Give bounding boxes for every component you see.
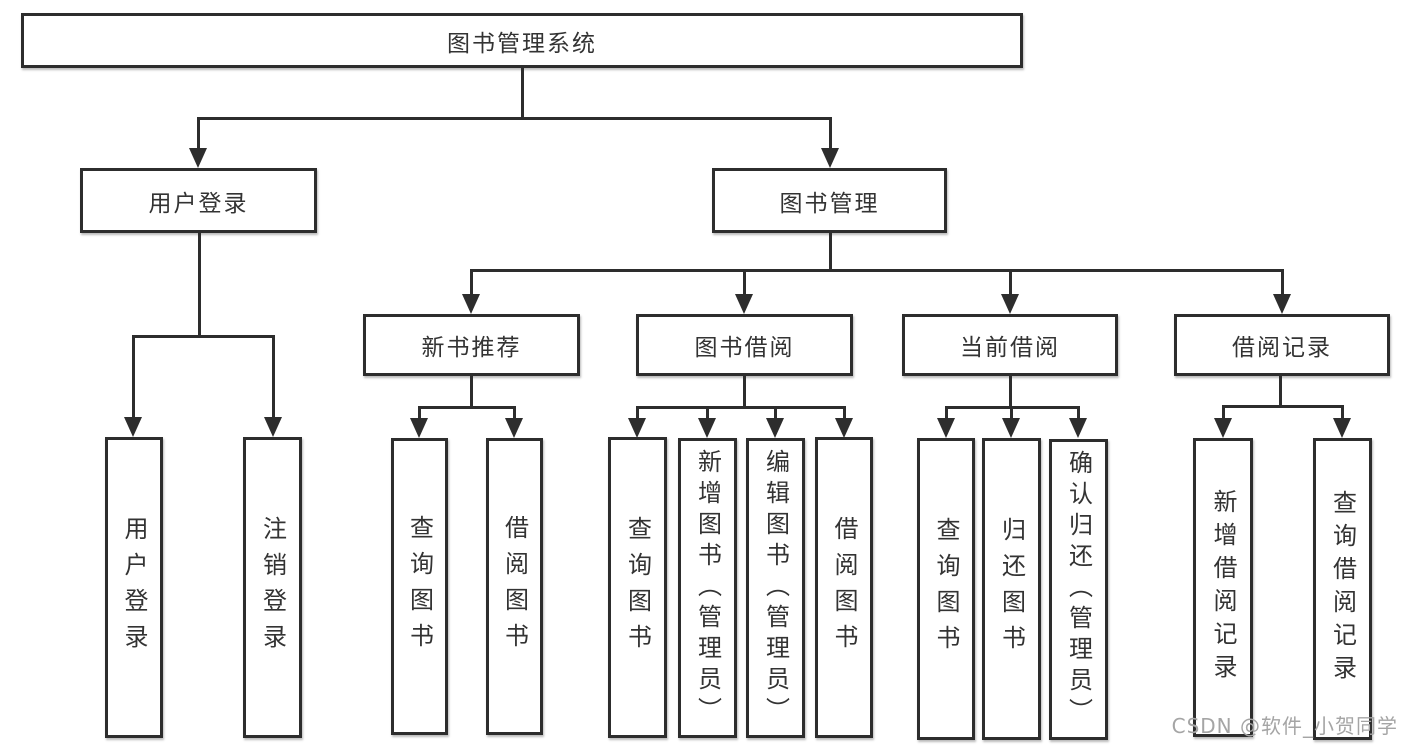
connector-arrow-line <box>1340 406 1344 420</box>
node-nbr-query-book: 查询图书 <box>391 438 448 735</box>
node-logout: 注销登录 <box>243 437 302 738</box>
node-book-mgmt: 图书管理 <box>712 168 947 233</box>
connector-arrow-line <box>1280 270 1284 296</box>
node-book-borrow: 图书借阅 <box>636 314 853 376</box>
arrow-down-icon <box>937 418 955 438</box>
connector-rail <box>417 405 516 409</box>
connector-rail <box>469 268 1284 272</box>
connector-arrow-line <box>196 118 200 150</box>
node-cb-query-book: 查询图书 <box>917 438 975 740</box>
node-user-login: 用户登录 <box>80 168 317 233</box>
node-root: 图书管理系统 <box>21 13 1023 68</box>
node-bb-add-book: 新增图书（管理员） <box>678 438 737 738</box>
connector-stem <box>1008 376 1012 407</box>
watermark: CSDN @软件_小贺同学 <box>1171 714 1398 738</box>
arrow-down-icon <box>1001 294 1019 314</box>
connector-arrow-line <box>742 270 746 296</box>
arrow-down-icon <box>735 294 753 314</box>
node-borrow-records: 借阅记录 <box>1174 314 1390 376</box>
arrow-down-icon <box>766 418 784 438</box>
node-bb-borrow-book: 借阅图书 <box>815 437 873 738</box>
arrow-down-icon <box>698 418 716 438</box>
connector-arrow-line <box>1008 270 1012 296</box>
connector-arrow-line <box>944 407 948 420</box>
connector-arrow-line <box>1076 407 1080 420</box>
arrow-down-icon <box>189 148 207 168</box>
arrow-down-icon <box>264 417 282 437</box>
arrow-down-icon <box>835 418 853 438</box>
node-cb-confirm-return: 确认归还（管理员） <box>1049 439 1108 740</box>
arrow-down-icon <box>628 418 646 438</box>
connector-rail <box>131 334 275 338</box>
connector-stem <box>828 233 832 270</box>
node-current-borrow: 当前借阅 <box>902 314 1118 376</box>
arrow-down-icon <box>462 294 480 314</box>
connector-stem <box>469 376 473 407</box>
node-cb-return-book: 归还图书 <box>982 438 1041 740</box>
connector-arrow-line <box>1009 407 1013 420</box>
connector-arrow-line <box>828 118 832 150</box>
connector-stem <box>1278 376 1282 406</box>
arrow-down-icon <box>1069 418 1087 438</box>
connector-rail <box>1221 404 1344 408</box>
connector-stem <box>742 376 746 407</box>
connector-rail <box>635 405 846 409</box>
connector-arrow-line <box>512 407 516 420</box>
node-bb-query-book: 查询图书 <box>608 437 667 738</box>
connector-arrow-line <box>705 407 709 420</box>
connector-stem <box>197 233 201 336</box>
arrow-down-icon <box>1214 418 1232 438</box>
node-br-query-record: 查询借阅记录 <box>1313 438 1372 740</box>
arrow-down-icon <box>1002 418 1020 438</box>
arrow-down-icon <box>410 418 428 438</box>
node-new-book-rec: 新书推荐 <box>363 314 580 376</box>
arrow-down-icon <box>821 148 839 168</box>
connector-stem <box>520 68 524 118</box>
connector-arrow-line <box>271 336 275 419</box>
arrow-down-icon <box>1273 294 1291 314</box>
arrow-down-icon <box>505 418 523 438</box>
connector-arrow-line <box>131 336 135 419</box>
connector-arrow-line <box>635 407 639 420</box>
node-nbr-borrow-book: 借阅图书 <box>486 438 543 735</box>
arrow-down-icon <box>1333 418 1351 438</box>
node-br-add-record: 新增借阅记录 <box>1193 438 1253 737</box>
connector-arrow-line <box>417 407 421 420</box>
connector-rail <box>196 116 832 120</box>
node-bb-edit-book: 编辑图书（管理员） <box>746 438 805 738</box>
arrow-down-icon <box>124 417 142 437</box>
connector-arrow-line <box>469 270 473 296</box>
connector-arrow-line <box>1221 406 1225 420</box>
node-login: 用户登录 <box>105 437 163 738</box>
connector-arrow-line <box>773 407 777 420</box>
connector-arrow-line <box>842 407 846 420</box>
